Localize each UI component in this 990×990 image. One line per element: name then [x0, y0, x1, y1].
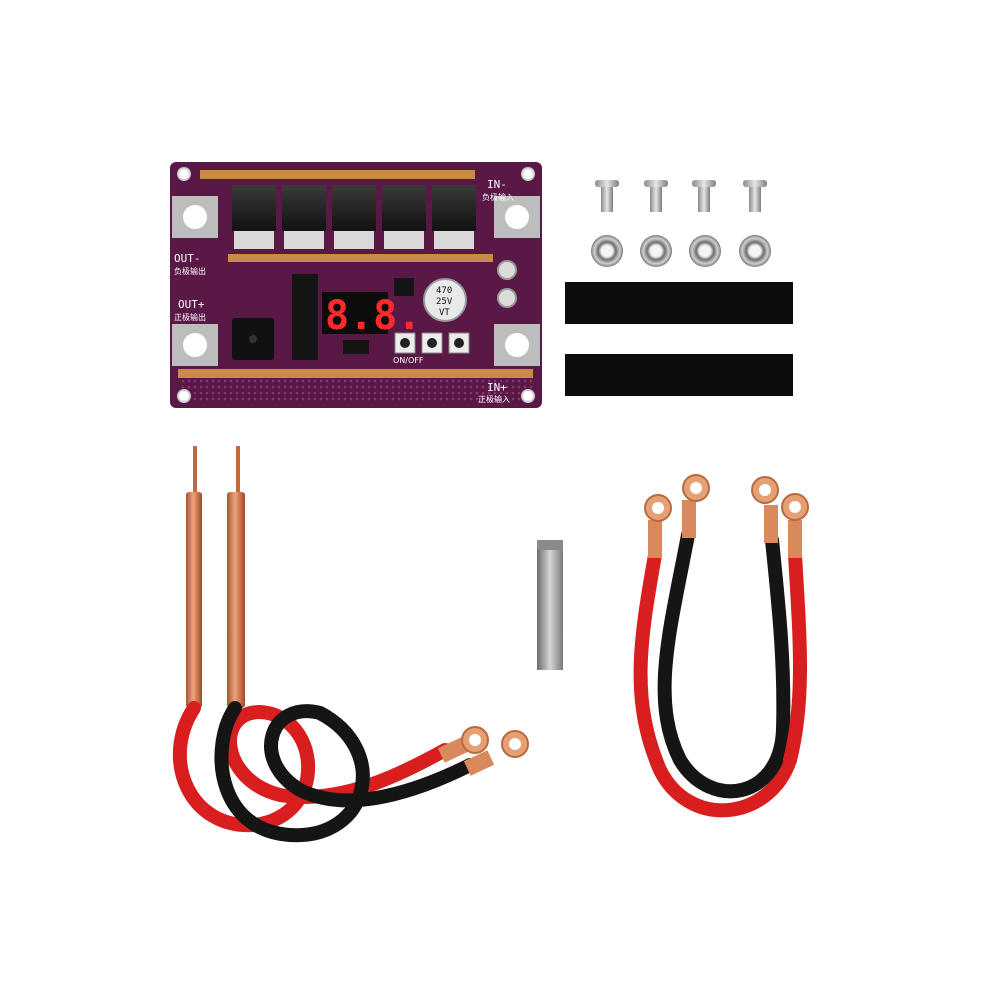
label-out-neg-cn: 负极输出 [174, 266, 206, 276]
welding-pen-right [227, 446, 245, 708]
electrolytic-capacitor: 470 25V VT [423, 278, 467, 322]
capacitor-text-2: 25V [436, 297, 453, 307]
red-battery-cable-left [633, 548, 797, 818]
mosfet-row [232, 185, 476, 249]
mosfet [332, 185, 376, 249]
spot-welder-pcb: IN- 负极输入 OUT- 负极输出 OUT+ 正极输出 IN+ 正极输入 8.… [170, 162, 542, 408]
microcontroller-chip [292, 274, 318, 360]
battery-cable-lugs [644, 474, 809, 558]
pen-cables [172, 701, 477, 843]
nickel-strip-roll [537, 540, 563, 670]
label-out-pos: OUT+ [178, 298, 205, 311]
label-in-neg-cn: 负极输入 [482, 192, 514, 202]
tape-strip [565, 354, 793, 396]
small-chip [343, 340, 369, 354]
red-battery-cable-right [783, 548, 807, 767]
mounting-holes [177, 167, 535, 403]
bus-bar-middle [228, 254, 493, 262]
small-chip [394, 278, 414, 296]
solder-pad-top-left [172, 196, 218, 238]
label-in-pos: IN+ [487, 381, 507, 394]
button-label: ON/OFF [393, 356, 424, 365]
label-in-neg: IN- [487, 178, 507, 191]
screw [743, 180, 767, 212]
bus-bar-top [200, 170, 475, 179]
black-pen-cable [214, 701, 477, 843]
black-battery-cable-left [657, 528, 791, 799]
screws [595, 180, 767, 212]
mosfet [232, 185, 276, 249]
label-out-pos-cn: 正极输出 [174, 312, 206, 322]
pen-cable-lugs [437, 726, 529, 776]
seven-segment-display: 8.8. [322, 292, 421, 339]
capacitor-text-1: 470 [436, 286, 452, 296]
terminal-post [497, 260, 517, 280]
welding-pen-left [186, 446, 202, 708]
nuts [591, 235, 771, 267]
screw [692, 180, 716, 212]
terminal-post [497, 288, 517, 308]
label-out-neg: OUT- [174, 252, 201, 265]
solder-pad-top-right [494, 196, 540, 238]
mosfet [432, 185, 476, 249]
solder-pad-bottom-left [172, 324, 218, 366]
screw [644, 180, 668, 212]
tape-strip [565, 282, 793, 324]
mosfet [382, 185, 426, 249]
push-buttons: ON/OFF [393, 332, 470, 365]
display-readout: 8.8. [325, 293, 421, 339]
label-in-pos-cn: 正极输入 [478, 394, 510, 404]
screw [595, 180, 619, 212]
mosfet [282, 185, 326, 249]
battery-cables [633, 528, 807, 818]
bus-bar-bottom [178, 369, 533, 378]
solder-pad-bottom-right [494, 324, 540, 366]
nut [640, 235, 672, 267]
nut [689, 235, 721, 267]
nut [739, 235, 771, 267]
nut [591, 235, 623, 267]
capacitor-text-3: VT [439, 308, 450, 318]
